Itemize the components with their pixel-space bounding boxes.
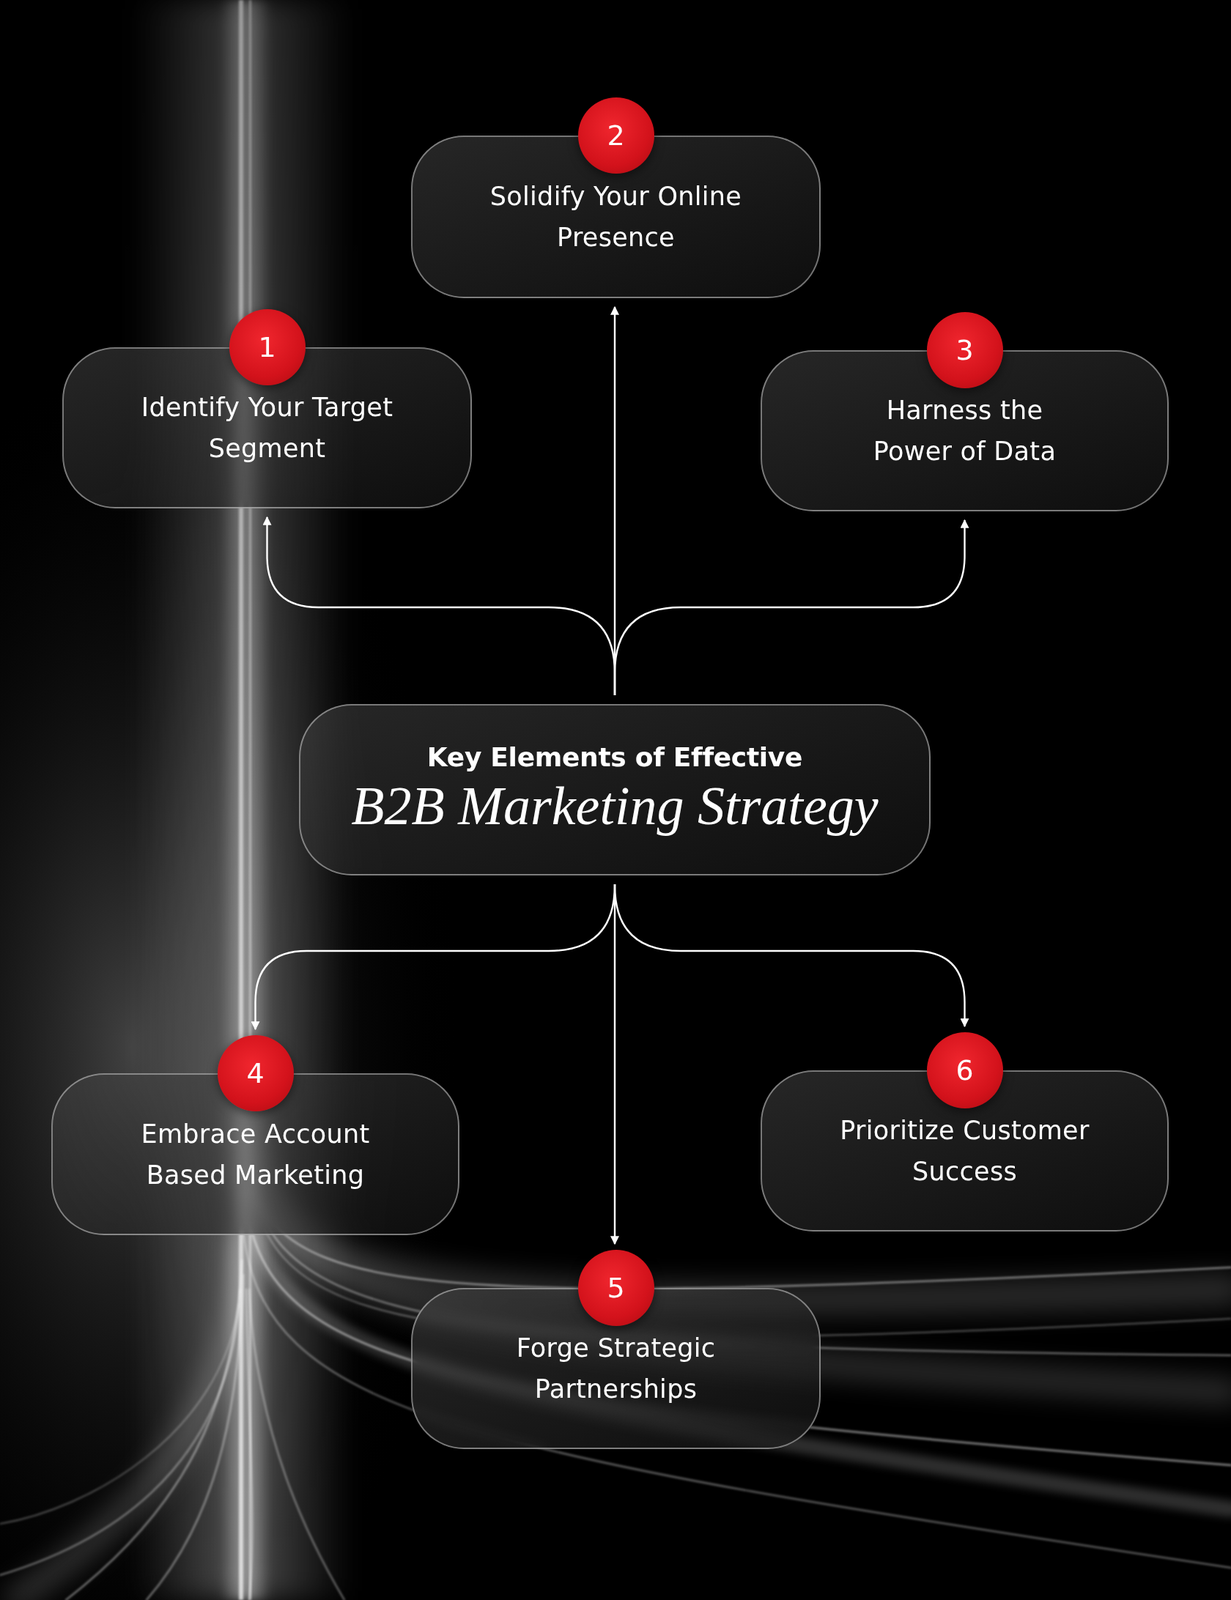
step-number: 4 (246, 1059, 264, 1088)
element-label: Embrace Account Based Marketing (116, 1113, 395, 1196)
element-label: Prioritize Customer Success (822, 1110, 1108, 1193)
step-number: 5 (606, 1274, 625, 1303)
element-label: Harness the Power of Data (847, 389, 1083, 472)
step-number: 1 (257, 333, 276, 362)
callout-number: 6 (926, 1032, 1004, 1109)
connector-arrow (614, 884, 966, 1027)
element-box: Prioritize Customer Success6 (760, 1070, 1169, 1232)
element-box: Solidify Your Online Presence2 (411, 135, 821, 299)
element-label: Identify Your Target Segment (128, 386, 407, 469)
connector-arrow (614, 520, 966, 696)
title-main: B2B Marketing Strategy (350, 775, 878, 838)
title-box: Key Elements of EffectiveB2B Marketing S… (298, 704, 931, 876)
callout-number: 4 (217, 1035, 294, 1112)
element-box: Identify Your Target Segment1 (62, 347, 472, 509)
callout-number: 2 (578, 97, 655, 174)
element-box: Harness the Power of Data3 (760, 350, 1169, 512)
step-number: 3 (955, 336, 974, 365)
connector-arrow (255, 884, 616, 1030)
element-box: Forge Strategic Partnerships5 (411, 1288, 821, 1450)
element-label: Solidify Your Online Presence (477, 175, 756, 258)
callout-number: 5 (578, 1250, 655, 1327)
element-box: Embrace Account Based Marketing4 (51, 1073, 460, 1236)
element-label: Forge Strategic Partnerships (477, 1327, 756, 1410)
step-number: 6 (955, 1056, 974, 1085)
title-heading: Key Elements of Effective (427, 742, 803, 773)
step-number: 2 (606, 121, 625, 150)
callout-number: 1 (229, 309, 306, 386)
callout-number: 3 (926, 312, 1004, 389)
connector-arrow (267, 517, 616, 696)
connector-arrow (614, 884, 616, 1245)
connector-arrow (614, 307, 616, 696)
